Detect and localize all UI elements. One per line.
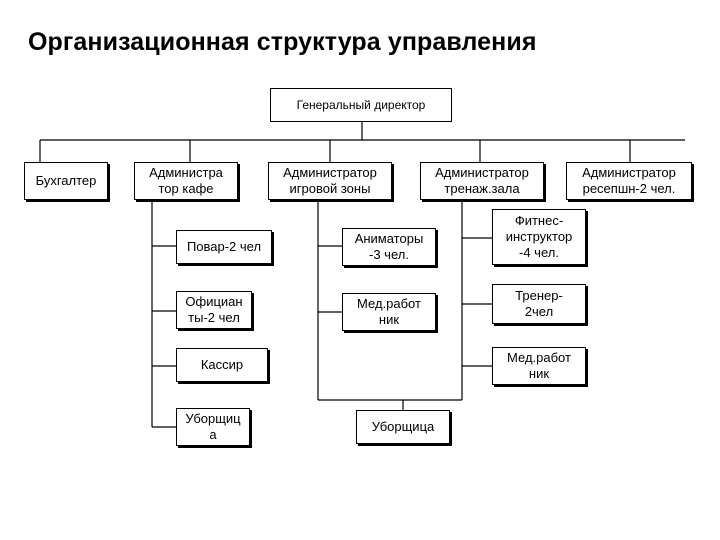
- node-admin-cafe: Администра тор кафе: [134, 162, 238, 200]
- node-trainer: Тренер- 2чел: [492, 284, 586, 324]
- node-accountant: Бухгалтер: [24, 162, 108, 200]
- node-fitness: Фитнес- инструктор -4 чел.: [492, 209, 586, 265]
- node-cook: Повар-2 чел: [176, 230, 272, 264]
- node-director: Генеральный директор: [270, 88, 452, 122]
- node-admin-gym: Администратор тренаж.зала: [420, 162, 544, 200]
- node-cashier: Кассир: [176, 348, 268, 382]
- node-medic-game: Мед.работ ник: [342, 293, 436, 331]
- node-animators: Аниматоры -3 чел.: [342, 228, 436, 266]
- node-medic-gym: Мед.работ ник: [492, 347, 586, 385]
- node-waiters: Официан ты-2 чел: [176, 291, 252, 329]
- page-title: Организационная структура управления: [28, 28, 537, 56]
- node-admin-reception: Администратор ресепшн-2 чел.: [566, 162, 692, 200]
- node-cleaner-cafe: Уборщиц а: [176, 408, 250, 446]
- node-cleaner-game: Уборщица: [356, 410, 450, 444]
- node-admin-game: Администратор игровой зоны: [268, 162, 392, 200]
